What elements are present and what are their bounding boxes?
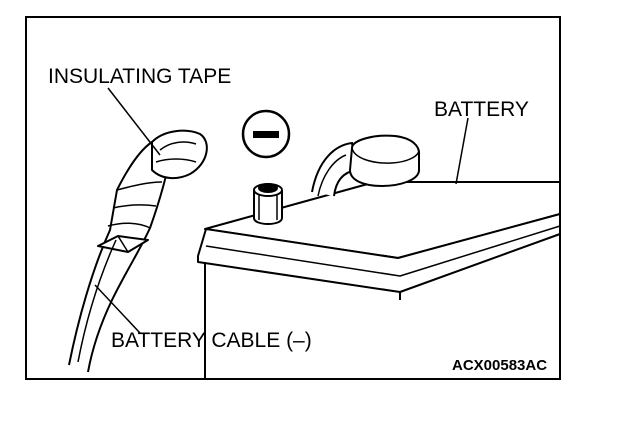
insulating-tape-label: INSULATING TAPE xyxy=(48,65,232,88)
battery-cable-label: BATTERY CABLE (–) xyxy=(111,329,312,352)
leader-battery-cable xyxy=(94,284,141,334)
cable-boot xyxy=(311,134,421,197)
leader-battery xyxy=(455,117,469,185)
battery-cable xyxy=(68,129,208,373)
battery-label: BATTERY xyxy=(434,98,529,121)
negative-terminal xyxy=(253,183,283,225)
leader-lines xyxy=(94,87,469,334)
figure-code: ACX00583AC xyxy=(452,357,548,374)
negative-sign-icon xyxy=(241,109,291,159)
leader-insulating-tape xyxy=(107,87,161,156)
battery-illustration xyxy=(197,181,561,378)
